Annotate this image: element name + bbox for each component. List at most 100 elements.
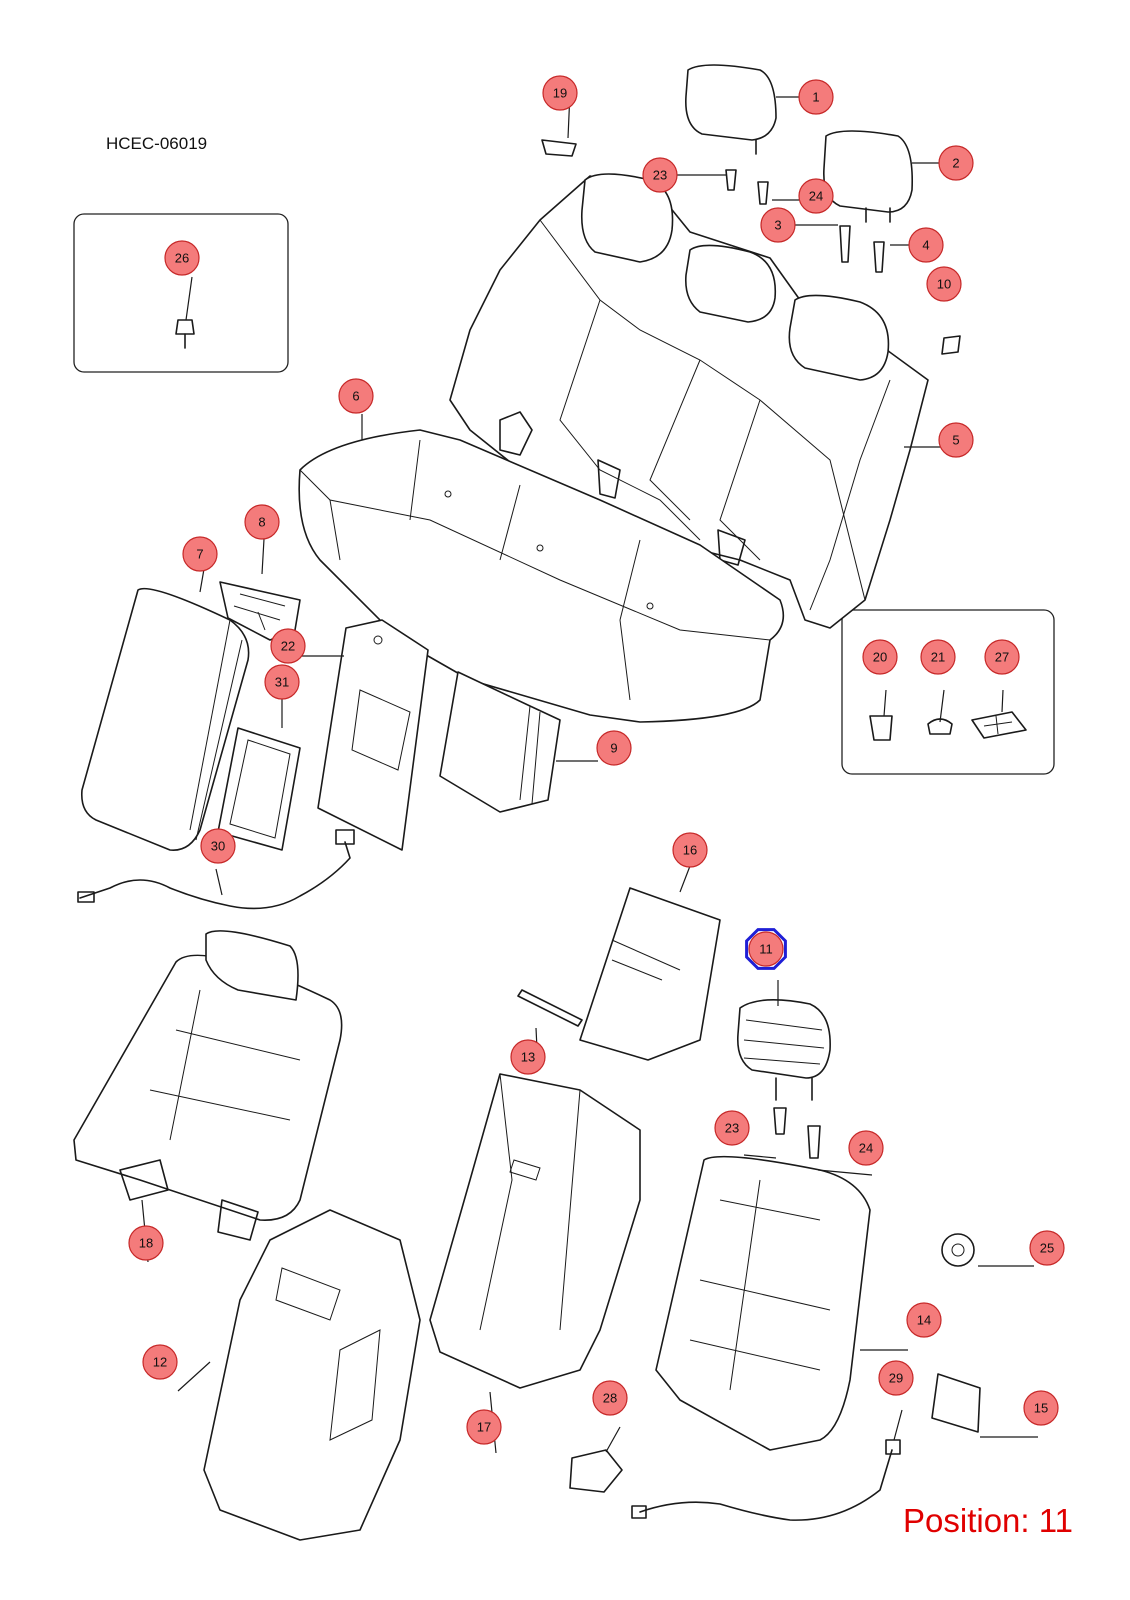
callout-2[interactable]: 2 [938, 145, 974, 181]
callout-6[interactable]: 6 [338, 378, 374, 414]
retainer-clip [941, 1233, 975, 1267]
armrest-assembly [80, 587, 250, 851]
left-seatback [73, 930, 343, 1241]
callout-bubble [642, 157, 678, 193]
callout-12[interactable]: 12 [142, 1344, 178, 1380]
callout-3[interactable]: 3 [760, 207, 796, 243]
callout-bubble [510, 1039, 546, 1075]
callout-label: 8 [258, 515, 265, 530]
callout-label: 17 [477, 1420, 491, 1435]
callout-4[interactable]: 4 [908, 227, 944, 263]
callout-bubble [906, 1302, 942, 1338]
diagram-code: HCEC-06019 [106, 134, 208, 153]
callout-23[interactable]: 23 [642, 157, 678, 193]
callout-9[interactable]: 9 [596, 730, 632, 766]
control-module [931, 1373, 981, 1433]
callout-label: 28 [603, 1391, 617, 1406]
callout-bubble [142, 1344, 178, 1380]
callout-13[interactable]: 13 [510, 1039, 546, 1075]
callout-bubble [1023, 1390, 1059, 1426]
callout-label: 24 [809, 189, 823, 204]
callout-31[interactable]: 31 [264, 664, 300, 700]
callout-bubble [466, 1409, 502, 1445]
callout-label: 12 [153, 1355, 167, 1370]
callout-label: 20 [873, 650, 887, 665]
callout-29[interactable]: 29 [878, 1360, 914, 1396]
right-seatback [655, 999, 871, 1451]
callout-bubble [128, 1225, 164, 1261]
callout-5[interactable]: 5 [938, 422, 974, 458]
callout-bubble [926, 266, 962, 302]
callout-bubble [938, 422, 974, 458]
callout-16[interactable]: 16 [672, 832, 708, 868]
callout-27[interactable]: 27 [984, 639, 1020, 675]
callout-25[interactable]: 25 [1029, 1230, 1065, 1266]
callout-bubble [878, 1360, 914, 1396]
callout-30[interactable]: 30 [200, 828, 236, 864]
spare-headrests [541, 64, 961, 355]
callout-23[interactable]: 23 [714, 1110, 750, 1146]
callout-bubble [164, 240, 200, 276]
callout-label: 29 [889, 1371, 903, 1386]
callout-bubble [200, 828, 236, 864]
callout-bubble [748, 931, 784, 967]
callout-bubble [908, 227, 944, 263]
callout-bubble [592, 1380, 628, 1416]
position-indicator: Position: 11 [903, 1502, 1073, 1539]
callout-1[interactable]: 1 [798, 79, 834, 115]
callout-11[interactable]: 11 [745, 928, 787, 970]
callout-bubble [984, 639, 1020, 675]
callout-label: 10 [937, 277, 951, 292]
callout-label: 18 [139, 1236, 153, 1251]
callout-label: 22 [281, 639, 295, 654]
callout-bubble [848, 1130, 884, 1166]
callout-bubble [714, 1110, 750, 1146]
trim-panel [439, 671, 561, 813]
callout-26[interactable]: 26 [164, 240, 200, 276]
seatback-frame-left [203, 1209, 421, 1541]
callout-label: 13 [521, 1050, 535, 1065]
callout-7[interactable]: 7 [182, 536, 218, 572]
callout-bubble [798, 79, 834, 115]
callout-bubble [270, 628, 306, 664]
callout-22[interactable]: 22 [270, 628, 306, 664]
callout-15[interactable]: 15 [1023, 1390, 1059, 1426]
callout-label: 26 [175, 251, 189, 266]
callout-20[interactable]: 20 [862, 639, 898, 675]
callout-18[interactable]: 18 [128, 1225, 164, 1261]
callout-label: 23 [725, 1121, 739, 1136]
callout-label: 9 [610, 741, 617, 756]
callout-21[interactable]: 21 [920, 639, 956, 675]
callout-10[interactable]: 10 [926, 266, 962, 302]
callout-8[interactable]: 8 [244, 504, 280, 540]
callout-28[interactable]: 28 [592, 1380, 628, 1416]
callout-bubble [264, 664, 300, 700]
inset-clip-parts [175, 319, 1027, 741]
callout-label: 4 [922, 238, 929, 253]
pass-through-panel [317, 619, 429, 851]
callout-bubble [938, 145, 974, 181]
callout-17[interactable]: 17 [466, 1409, 502, 1445]
callout-bubble [338, 378, 374, 414]
selection-highlight [745, 928, 787, 970]
callout-label: 2 [952, 156, 959, 171]
callout-label: 31 [275, 675, 289, 690]
callout-label: 1 [812, 90, 819, 105]
callout-19[interactable]: 19 [542, 75, 578, 111]
callout-label: 5 [952, 433, 959, 448]
callout-bubble [182, 536, 218, 572]
rear-seatback-assembly [449, 173, 929, 629]
callout-bubble [760, 207, 796, 243]
callout-bubble [596, 730, 632, 766]
callout-bubble [1029, 1230, 1065, 1266]
callout-label: 3 [774, 218, 781, 233]
callout-label: 14 [917, 1313, 931, 1328]
callout-bubble [244, 504, 280, 540]
callout-24[interactable]: 24 [798, 178, 834, 214]
callout-24[interactable]: 24 [848, 1130, 884, 1166]
callout-bubble [672, 832, 708, 868]
callout-14[interactable]: 14 [906, 1302, 942, 1338]
callout-bubble [798, 178, 834, 214]
